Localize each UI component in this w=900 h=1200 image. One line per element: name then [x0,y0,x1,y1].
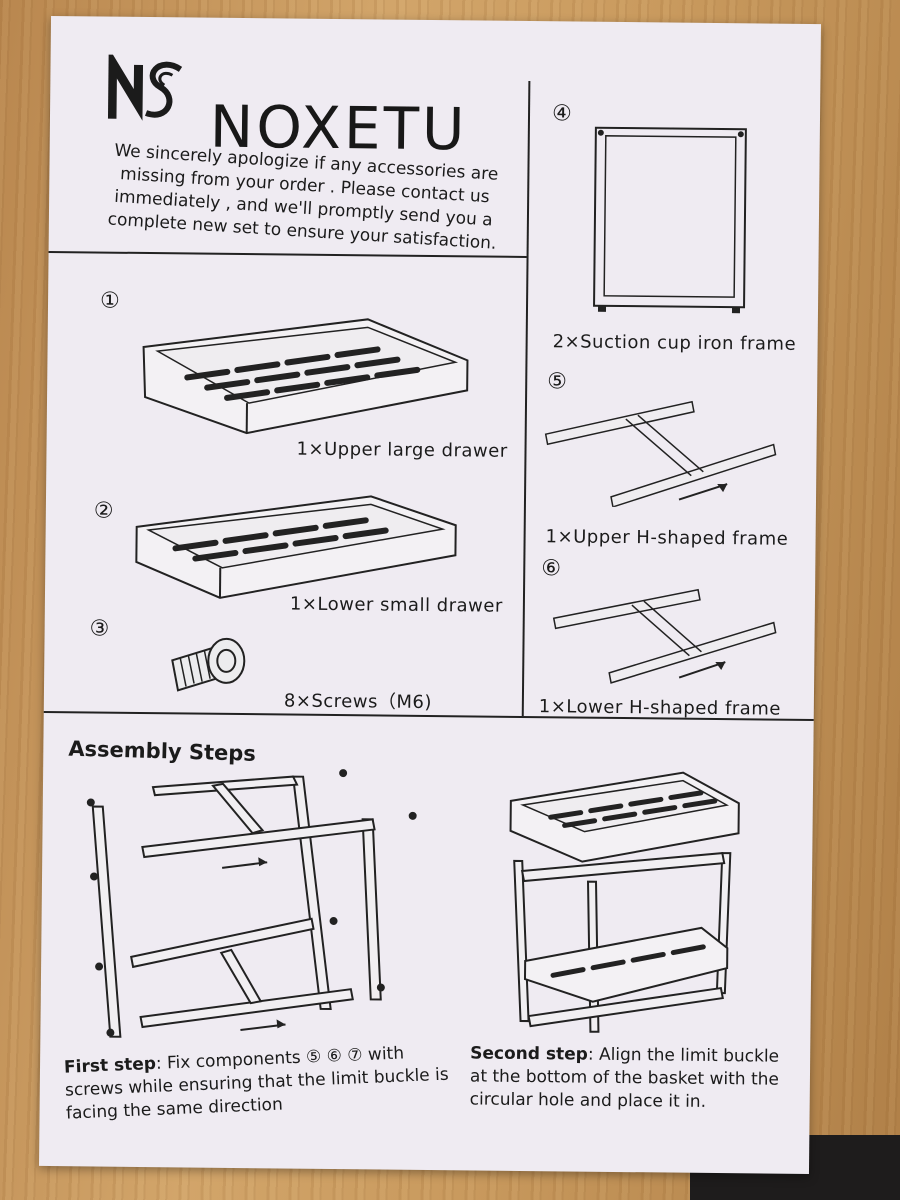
part-caption-5: 1×Upper H-shaped frame [545,526,789,550]
part-number-2: ② [93,498,114,524]
lower-small-drawer-illustration [135,495,457,599]
screw-icon [171,637,246,692]
part-number-4: ④ [551,101,572,127]
part-number-1: ① [99,288,120,314]
step1-label: First step [63,1053,157,1078]
upper-large-drawer-illustration [142,318,469,435]
part-caption-3: 8×Screws（M6) [283,690,433,714]
lower-h-frame-illustration [552,588,777,684]
step1-text-block: First step: Fix components ⑤ ⑥ ⑦ with sc… [64,1040,467,1126]
part-caption-6: 1×Lower H-shaped frame [538,696,781,720]
part-caption-2: 1×Lower small drawer [289,593,503,617]
part-number-3: ③ [89,616,110,642]
part-caption-1: 1×Upper large drawer [296,438,508,462]
instruction-sheet: NOXETU We sincerely apologize if any acc… [38,15,822,1175]
upper-h-frame-illustration [544,400,777,508]
step2-label: Second step [470,1043,588,1065]
part-caption-4: 2×Suction cup iron frame [552,331,797,355]
step1-frame-illustration [86,769,417,1038]
step2-assembled-rack-illustration [509,771,740,1033]
step2-text-block: Second step: Align the limit buckle at t… [470,1042,801,1114]
divider-vertical [521,81,531,716]
suction-cup-iron-frame-illustration [593,126,747,314]
brand-logo-icon [107,54,183,121]
